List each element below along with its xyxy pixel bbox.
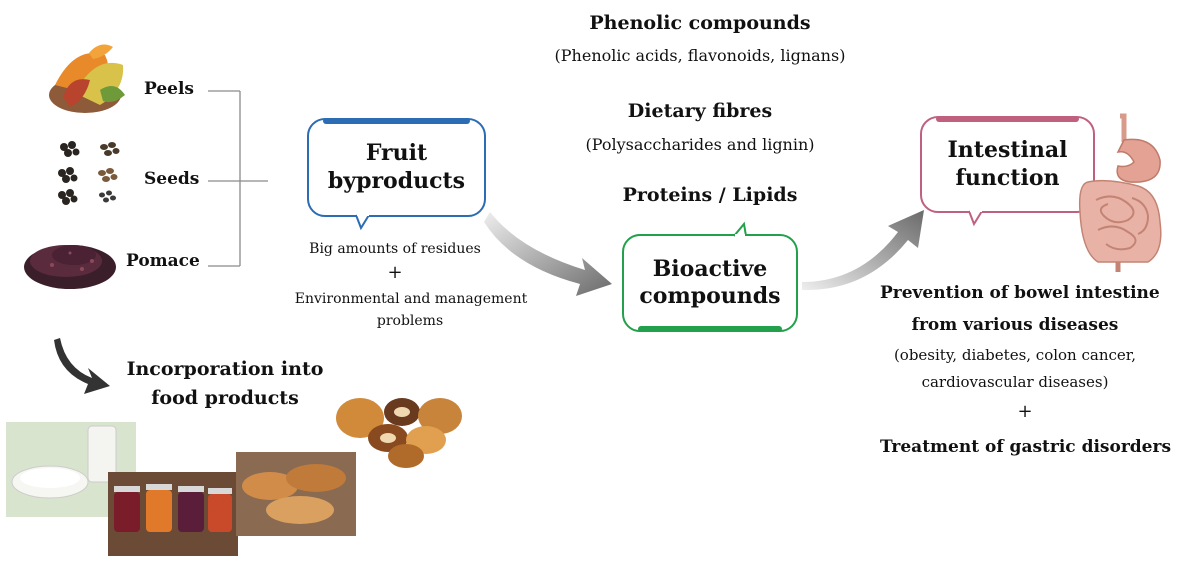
fruit-note-line2: Environmental and management [294, 291, 528, 307]
source-label-pomace: Pomace [126, 251, 200, 271]
arrow-to-bioactive [484, 212, 612, 296]
food-products-photo-icon [6, 398, 462, 556]
benefit-plus: + [1017, 401, 1033, 422]
fruit-byproducts-line2: byproducts [327, 167, 466, 194]
source-label-peels: Peels [144, 79, 194, 99]
arrow-to-intestinal [802, 210, 924, 291]
fibres-sub: (Polysaccharides and lignin) [585, 135, 815, 154]
intestinal-line1: Intestinal [947, 137, 1068, 163]
benefit-line1: Prevention of bowel intestine [880, 283, 1160, 303]
fruit-note-plus: + [387, 262, 403, 283]
digestive-system-icon [1078, 113, 1162, 272]
fruit-byproducts-line1: Fruit [365, 140, 428, 166]
fruit-note-line3: problems [376, 313, 444, 329]
benefit-line3: (obesity, diabetes, colon cancer, [893, 346, 1137, 364]
fruit-bubble-tail [355, 212, 370, 231]
bioactive-bubble: Bioactive compounds [622, 234, 798, 332]
bioactive-line1: Bioactive [652, 255, 768, 282]
bioactive-bubble-tail [733, 221, 747, 238]
arrow-to-incorporation [54, 338, 110, 394]
intestinal-line2: function [955, 164, 1060, 191]
treatment-line: Treatment of gastric disorders [880, 437, 1172, 457]
fibres-title: Dietary fibres [627, 100, 773, 122]
fruit-note-line1: Big amounts of residues [309, 241, 481, 257]
phenolic-sub: (Phenolic acids, flavonoids, lignans) [554, 46, 846, 65]
bioactive-line2: compounds [639, 283, 781, 309]
intestinal-bubble-tail [968, 208, 983, 227]
proteins-title: Proteins / Lipids [622, 184, 798, 206]
pomace-photo-icon [24, 245, 116, 289]
incorporation-line1: Incorporation into [126, 358, 324, 380]
peels-photo-icon [49, 44, 125, 113]
source-label-seeds: Seeds [144, 169, 200, 189]
phenolic-title: Phenolic compounds [589, 12, 811, 34]
incorporation-line2: food products [151, 387, 299, 409]
benefit-line2: from various diseases [911, 315, 1119, 335]
intestinal-bubble: Intestinal function [920, 116, 1095, 213]
fruit-byproducts-bubble: Fruit byproducts [307, 118, 486, 217]
benefit-line4: cardiovascular diseases) [921, 373, 1109, 391]
seeds-photo-icon [58, 141, 120, 205]
